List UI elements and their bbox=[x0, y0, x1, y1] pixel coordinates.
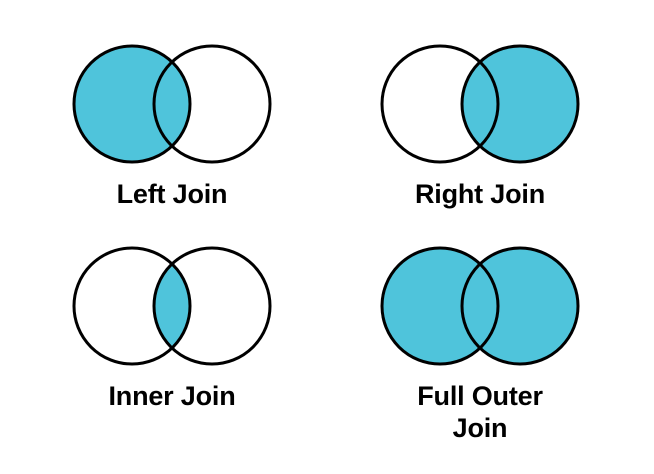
venn-cell-left-join: Left Join bbox=[22, 38, 322, 211]
venn-circle-left bbox=[72, 246, 192, 366]
venn-left-join-icon bbox=[72, 44, 272, 164]
venn-circle-right bbox=[460, 246, 580, 366]
venn-label-right-join: Right Join bbox=[415, 179, 545, 209]
venn-label-full-outer-join: Full Outer Join bbox=[417, 381, 543, 443]
venn-cell-full-outer-join: Full Outer Join bbox=[330, 240, 630, 445]
venn-label-inner-join: Inner Join bbox=[108, 381, 236, 411]
venn-label-left-join: Left Join bbox=[116, 179, 228, 209]
venn-circle-right bbox=[152, 246, 272, 366]
venn-circle-left bbox=[72, 44, 192, 164]
venn-circle-right bbox=[152, 44, 272, 164]
venn-cell-inner-join: Inner Join bbox=[22, 240, 322, 413]
venn-right-join-icon bbox=[380, 44, 580, 164]
venn-full-outer-join-icon bbox=[380, 246, 580, 366]
venn-inner-join-icon bbox=[72, 246, 272, 366]
venn-circle-left bbox=[380, 246, 500, 366]
venn-circle-right bbox=[460, 44, 580, 164]
venn-cell-right-join: Right Join bbox=[330, 38, 630, 211]
venn-circle-left bbox=[380, 44, 500, 164]
